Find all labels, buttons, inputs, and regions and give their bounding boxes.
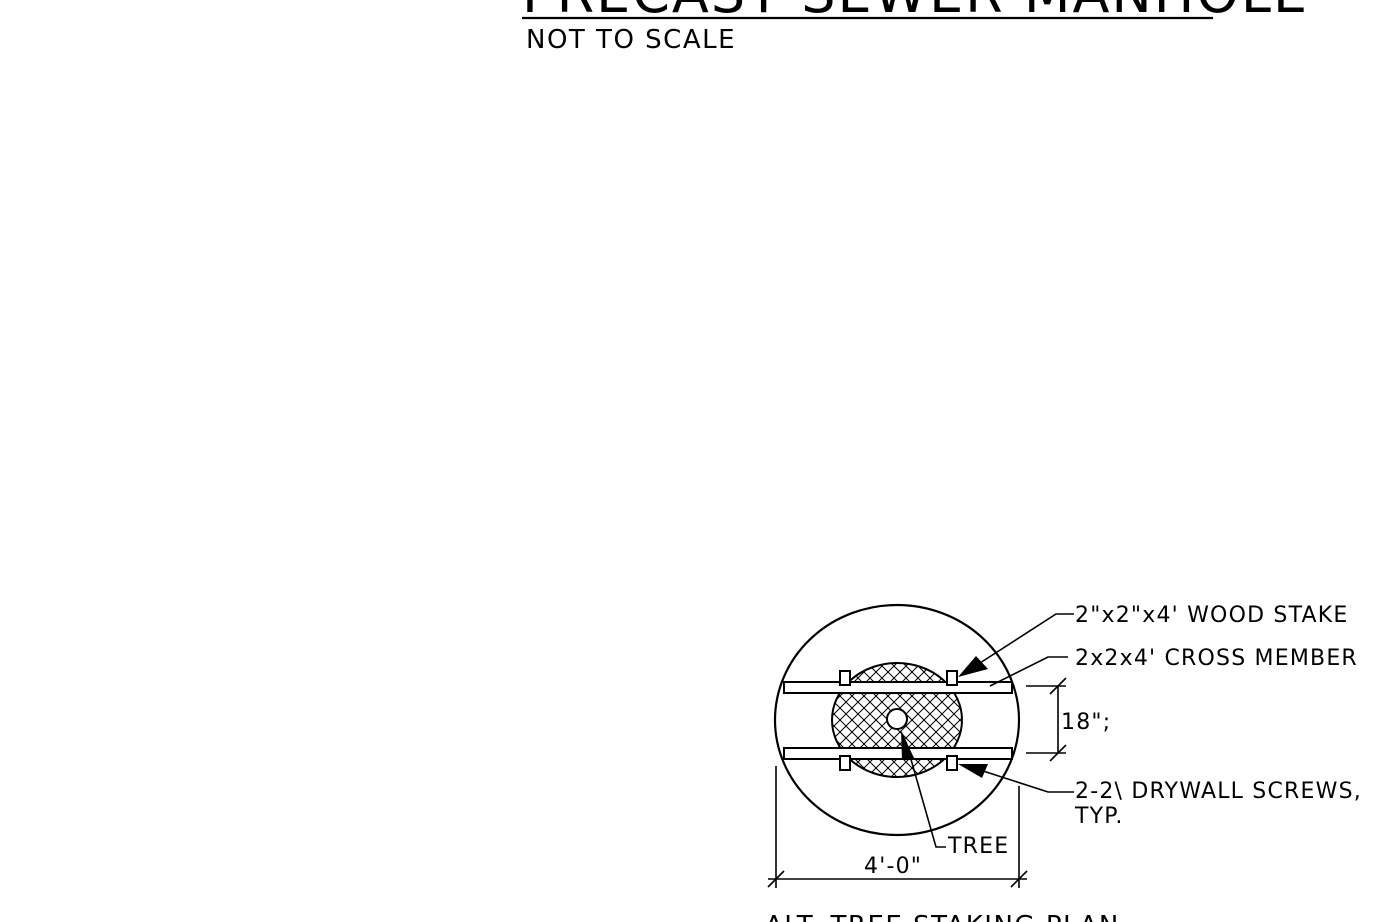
cross-member-top (783, 681, 1013, 694)
leader-tree (905, 741, 946, 848)
dim-tick-left (767, 870, 785, 888)
detail-scale-note: NOT TO SCALE (526, 25, 736, 55)
detail-caption: ALT. TREE STAKING PLAN (765, 911, 1120, 922)
tree-trunk (886, 708, 908, 730)
wood-stake-bottom-left (839, 755, 851, 771)
callout-screws-line2: TYP. (1074, 804, 1124, 829)
callout-width: 4'-0" (864, 854, 922, 879)
callout-screws-line1: 2-2\ DRYWALL SCREWS, (1075, 779, 1362, 804)
callout-tree: TREE (947, 834, 1009, 859)
callout-wood-stake: 2"x2"x4' WOOD STAKE (1075, 603, 1349, 628)
callout-cross-member: 2x2x4' CROSS MEMBER (1075, 646, 1358, 671)
leader-cross-member (989, 656, 1068, 687)
callout-spacing: 18"; (1061, 710, 1111, 735)
planting-pit-outline (773, 603, 1021, 837)
wood-stake-bottom-right (946, 755, 958, 771)
cross-member-bottom (783, 747, 1013, 760)
leader-wood-stake (979, 613, 1074, 664)
dim-tick-right (1010, 870, 1028, 888)
leader-screws (979, 769, 1074, 793)
arrowhead-screws (958, 764, 988, 778)
dim-tick-top (1049, 677, 1067, 695)
dim-tick-bottom (1049, 744, 1067, 762)
arrowhead-wood-stake (958, 656, 988, 677)
wood-stake-top-left (839, 670, 851, 686)
detail-title: PRECAST SEWER MANHOLE (522, 0, 1309, 25)
wood-stake-top-right (946, 670, 958, 686)
arrowhead-tree (901, 730, 914, 760)
tree-staking-plan: 2"x2"x4' WOOD STAKE 2x2x4' CROSS MEMBER … (765, 603, 1362, 922)
